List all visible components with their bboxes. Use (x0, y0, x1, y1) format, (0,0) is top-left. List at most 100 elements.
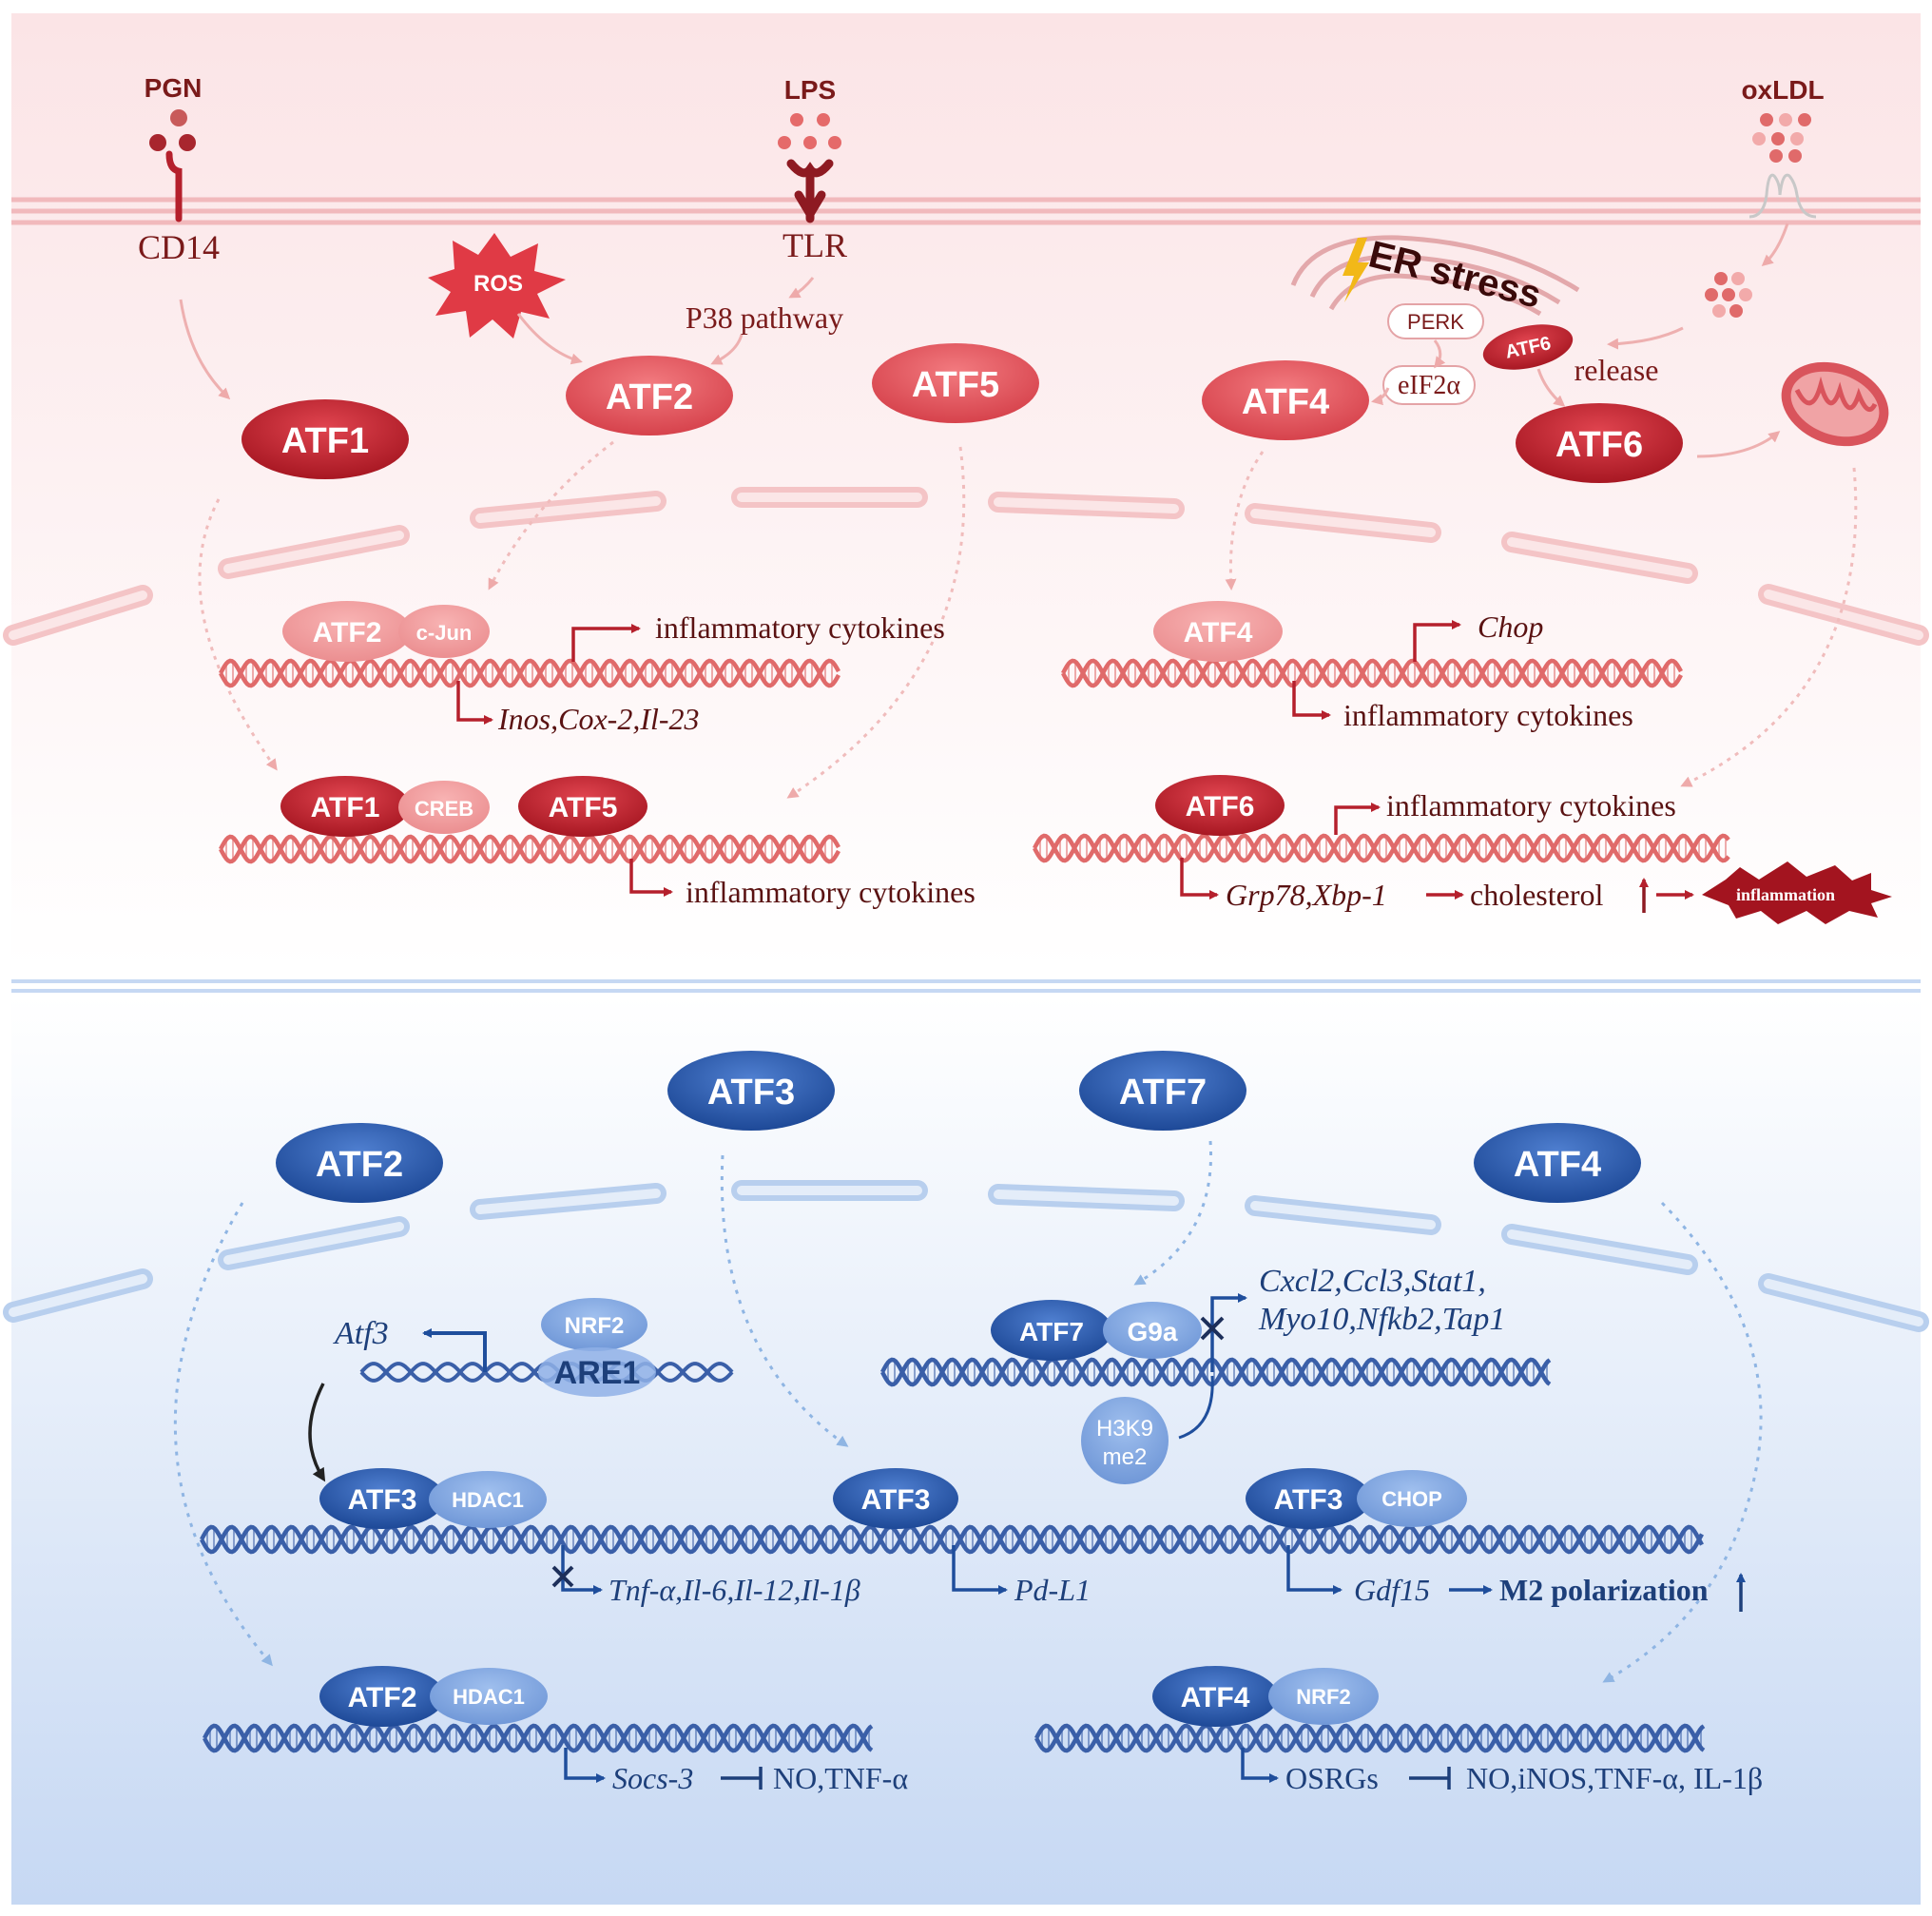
dna-atf7 (880, 1357, 1552, 1387)
bl-inhibit-icon (721, 1767, 763, 1790)
dna4-chain-label: cholesterol (1470, 878, 1604, 912)
main-atf3-3-oval (1246, 1468, 1371, 1529)
dna2-atf1-label: ATF1 (311, 792, 380, 823)
lightning-icon (1343, 238, 1369, 302)
are1-oval (538, 1347, 656, 1397)
oxldl-transporter-icon (1748, 173, 1817, 219)
ligand-pgn-label: PGN (145, 73, 203, 103)
main-c3-chain-label: M2 polarization (1499, 1573, 1709, 1607)
dna-backbone (1061, 658, 1683, 688)
tlr-receptor-icon (786, 159, 834, 223)
dna-backbone (219, 658, 840, 688)
bl-target-label: NO,TNF-α (773, 1761, 908, 1795)
dna-backbone (1034, 1723, 1706, 1753)
dna1-down-arrow (456, 681, 493, 725)
bl-arrow (564, 1748, 606, 1783)
main-c3-arrow (1286, 1545, 1343, 1595)
atf3-feedback-arrow (308, 1383, 326, 1482)
main-hdac1-oval (429, 1471, 547, 1528)
dna-backbone (1061, 658, 1683, 688)
h3k9-label: H3K9 (1096, 1416, 1153, 1442)
dna1-up-label: inflammatory cytokines (655, 610, 945, 645)
nuclear-envelope-inner (9, 493, 1923, 640)
dna-backbone (203, 1723, 874, 1753)
dna4-atf6-oval (1155, 775, 1285, 836)
dna-backbone (1033, 833, 1730, 863)
atf2-top-label: ATF2 (606, 377, 693, 417)
receptor-cd14-label: CD14 (138, 228, 220, 266)
br-atf4-label: ATF4 (1181, 1682, 1250, 1713)
main-atf3-1-oval (319, 1468, 445, 1529)
dna-backbone (200, 1524, 1704, 1555)
h3k9-link (1178, 1375, 1214, 1440)
g9a-oval (1103, 1302, 1202, 1359)
inflammation-label: inflammation (1736, 885, 1835, 904)
receptor-tlr-label: TLR (782, 226, 847, 264)
oxldl-icon (1752, 113, 1811, 163)
main-atf3-2-oval (833, 1468, 958, 1529)
atf4-top-label: ATF4 (1242, 382, 1329, 422)
ligand-lps-label: LPS (784, 75, 836, 105)
dna3-down-arrow (1292, 681, 1331, 720)
perk-badge: PERK (1387, 303, 1484, 339)
main-atf3-2-label: ATF3 (861, 1484, 931, 1516)
main-c2-out-label: Pd-L1 (1014, 1573, 1091, 1607)
dna3-atf4-oval (1153, 601, 1283, 662)
dna3-up-arrow (1413, 620, 1461, 662)
lps-icon (778, 113, 841, 149)
atf2-top-oval (566, 356, 733, 435)
dna-top-2 (219, 834, 840, 864)
br-target-label: NO,iNOS,TNF-α, IL-1β (1466, 1761, 1763, 1795)
oxldl-internalized-icon (1705, 272, 1752, 318)
dna-backbone (219, 834, 840, 864)
er-organelle-icon (1290, 235, 1580, 317)
eif2a-label: eIF2α (1398, 371, 1460, 400)
dna4-down-label: Grp78,Xbp-1 (1226, 878, 1387, 912)
ros-burst-icon (428, 233, 566, 339)
atf2-bottom-oval (276, 1123, 443, 1203)
dna3-down-label: inflammatory cytokines (1343, 698, 1633, 732)
are-nrf2-label: NRF2 (565, 1313, 625, 1339)
are1-label: ARE1 (554, 1355, 641, 1391)
atf6-er-badge: ATF6 (1482, 324, 1574, 370)
atf7-dna-oval (991, 1300, 1112, 1361)
are-nrf2-oval (541, 1298, 647, 1351)
perk-label: PERK (1407, 310, 1464, 334)
atf7-bottom-oval (1079, 1051, 1246, 1131)
dna1-cjun-oval (398, 605, 490, 658)
main-atf3-1-label: ATF3 (348, 1484, 417, 1516)
atf3-bottom-oval (667, 1051, 835, 1131)
dna4-up-arrow (1334, 803, 1381, 835)
main-c1-out-label: Tnf-α,Il-6,Il-12,Il-1β (609, 1573, 860, 1607)
panel-divider (11, 979, 1921, 993)
nuclear-envelope-bottom-inner (9, 1186, 1923, 1326)
main-atf3-3-label: ATF3 (1274, 1484, 1343, 1516)
dna3-atf4-label: ATF4 (1184, 617, 1253, 648)
atf4-bottom-label: ATF4 (1514, 1145, 1601, 1185)
br-atf4-oval (1152, 1666, 1278, 1727)
dna2-down-label: inflammatory cytokines (686, 875, 976, 909)
dna1-down-label: Inos,Cox-2,Il-23 (497, 702, 700, 736)
br-nrf2-oval (1268, 1668, 1379, 1725)
bl-hdac1-oval (430, 1668, 548, 1725)
atf7-dna-label: ATF7 (1019, 1317, 1084, 1346)
dna-backbone (203, 1723, 874, 1753)
dna2-down-arrow (629, 859, 673, 897)
dna-backbone (880, 1357, 1552, 1387)
dna-backbone (219, 658, 840, 688)
atf5-top-label: ATF5 (912, 365, 999, 405)
dna4-up-label: inflammatory cytokines (1386, 788, 1676, 823)
eif2a-badge: eIF2α (1382, 365, 1476, 405)
atf1-top-label: ATF1 (281, 421, 369, 461)
dna2-atf1-oval (280, 776, 410, 837)
main-c1-block-icon (551, 1565, 574, 1588)
dna-top-4 (1033, 833, 1730, 863)
atf7-genes-line1: Cxcl2,Ccl3,Stat1, (1259, 1264, 1486, 1299)
dna-backbone (1034, 1723, 1706, 1753)
bl-atf2-label: ATF2 (348, 1682, 417, 1713)
br-nrf2-label: NRF2 (1296, 1685, 1350, 1709)
atf6-top-oval (1516, 403, 1683, 483)
release-label: release (1575, 353, 1659, 387)
dna1-atf2-label: ATF2 (313, 617, 382, 648)
